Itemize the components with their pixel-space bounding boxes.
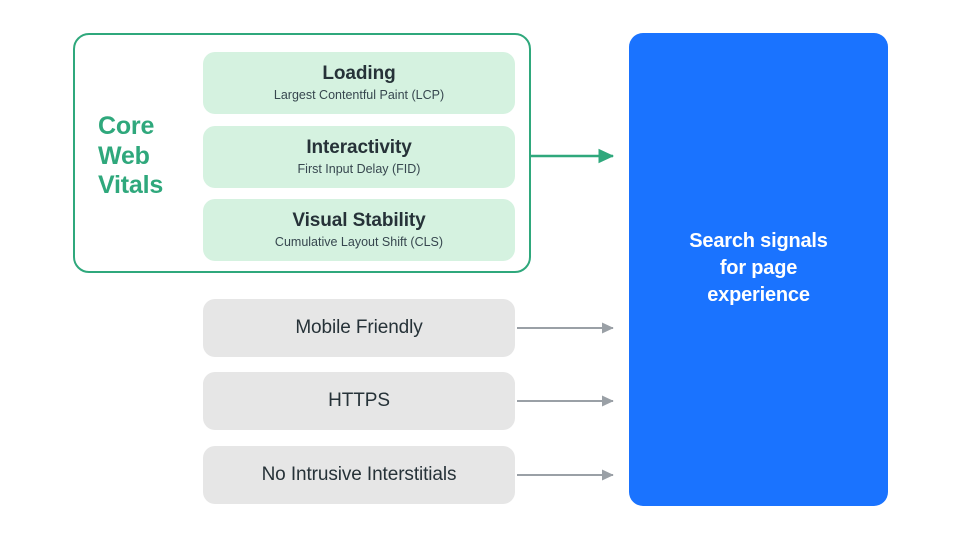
search-signals-panel: Search signals for page experience [629,33,888,506]
vital-card-interactivity[interactable]: Interactivity First Input Delay (FID) [203,126,515,188]
vital-title: Interactivity [306,136,412,158]
vital-subtitle: Largest Contentful Paint (LCP) [273,87,445,102]
signal-card-no-intrusive-interstitials[interactable]: No Intrusive Interstitials [203,446,515,504]
vital-card-loading[interactable]: Loading Largest Contentful Paint (LCP) [203,52,515,114]
vital-title: Loading [322,62,396,84]
signal-label: HTTPS [328,390,390,411]
core-web-vitals-label: Core Web Vitals [98,112,164,199]
vital-subtitle: Cumulative Layout Shift (CLS) [274,234,444,249]
signal-card-https[interactable]: HTTPS [203,372,515,430]
vital-title: Visual Stability [292,209,426,231]
vital-subtitle: First Input Delay (FID) [297,161,421,176]
vital-card-visual-stability[interactable]: Visual Stability Cumulative Layout Shift… [203,199,515,261]
search-signals-label: Search signals for page experience [689,230,828,306]
signal-label: No Intrusive Interstitials [261,464,457,485]
signal-label: Mobile Friendly [295,317,423,338]
core-web-vitals-group [73,33,531,273]
signal-card-mobile-friendly[interactable]: Mobile Friendly [203,299,515,357]
